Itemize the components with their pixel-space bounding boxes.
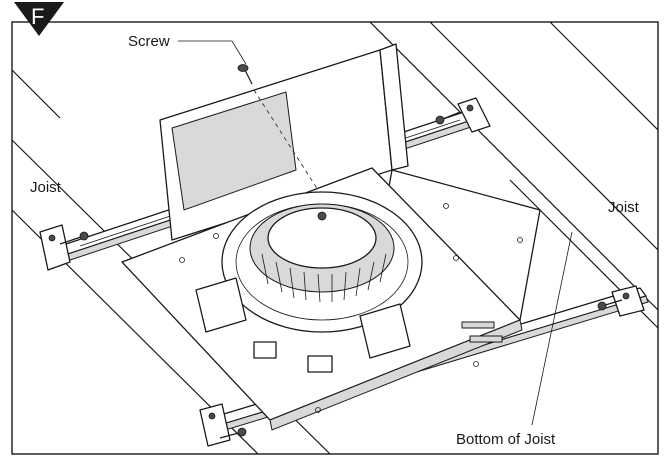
- joist-left-label: Joist: [30, 179, 62, 196]
- step-badge: F: [14, 2, 64, 36]
- step-badge-triangle: [14, 2, 64, 36]
- bottom-of-joist-label: Bottom of Joist: [456, 431, 556, 448]
- fan-housing: [121, 43, 541, 431]
- screw-top-icon: [237, 64, 253, 85]
- screw-path-dashed: [253, 89, 319, 191]
- screw-icon: [59, 111, 623, 439]
- diagram-frame: [11, 21, 659, 455]
- step-badge-letter: F: [31, 4, 44, 29]
- screw-leader: [178, 40, 247, 65]
- screw-label: Screw: [128, 33, 170, 50]
- bottom-of-joist-leader: [531, 231, 573, 426]
- joist-right-label: Joist: [608, 199, 640, 216]
